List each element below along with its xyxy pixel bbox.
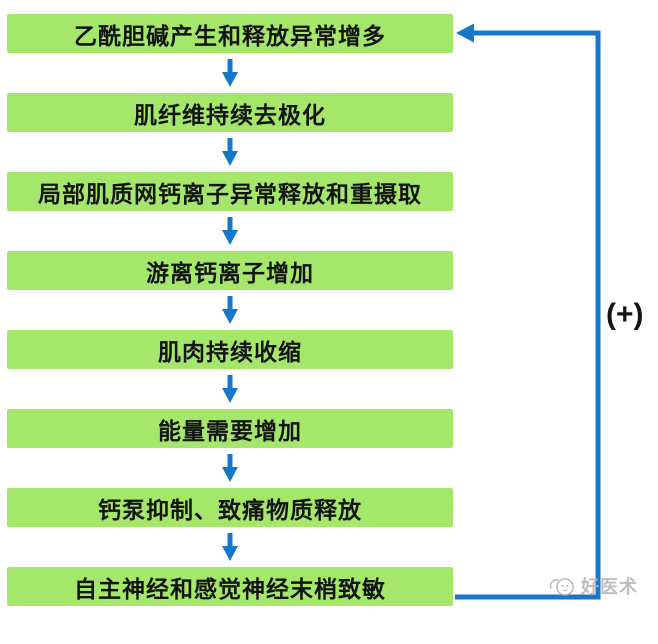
flow-step-8: 自主神经和感觉神经末梢致敏 xyxy=(7,567,453,606)
flow-step-1: 乙酰胆碱产生和释放异常增多 xyxy=(7,14,453,53)
watermark-text: 好医术 xyxy=(581,577,638,597)
flow-column: 乙酰胆碱产生和释放异常增多 肌纤维持续去极化 局部肌质网钙离子异常释放和重摄取 … xyxy=(7,14,453,606)
down-arrow-icon xyxy=(7,527,453,567)
down-arrow-icon xyxy=(7,211,453,251)
down-arrow-icon xyxy=(7,53,453,93)
down-arrow-icon xyxy=(7,132,453,172)
feedback-plus-label: (+) xyxy=(606,298,644,331)
watermark: 好医术 xyxy=(548,573,638,599)
down-arrow-icon xyxy=(7,369,453,409)
flow-step-5: 肌肉持续收缩 xyxy=(7,330,453,369)
down-arrow-icon xyxy=(7,290,453,330)
flow-step-4: 游离钙离子增加 xyxy=(7,251,453,290)
down-arrow-icon xyxy=(7,448,453,488)
haoyishu-mascot-icon xyxy=(549,578,574,596)
flow-step-3: 局部肌质网钙离子异常释放和重摄取 xyxy=(7,172,453,211)
flow-step-7: 钙泵抑制、致痛物质释放 xyxy=(7,488,453,527)
flow-step-6: 能量需要增加 xyxy=(7,409,453,448)
flow-step-2: 肌纤维持续去极化 xyxy=(7,93,453,132)
